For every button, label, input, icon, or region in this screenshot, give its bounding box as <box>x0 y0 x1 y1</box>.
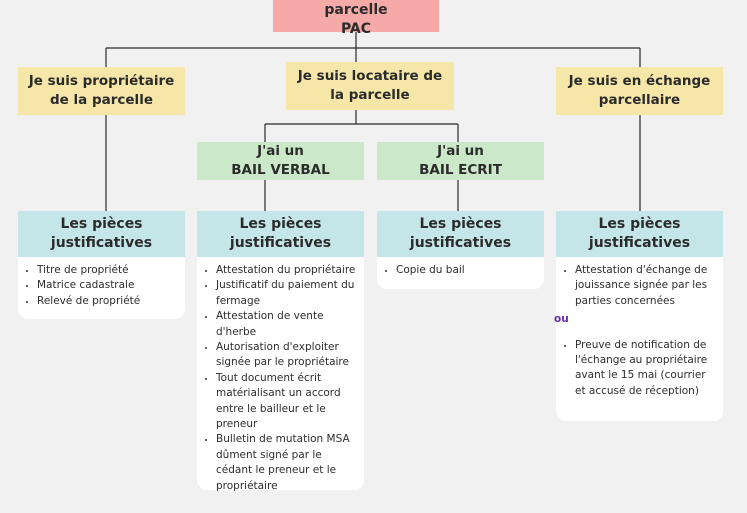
card-list-echange: Attestation d'échange de jouissance sign… <box>554 257 723 421</box>
list-item: Copie du bail <box>396 263 538 278</box>
bail-verbal-node: J'ai un BAIL VERBAL <box>197 142 364 180</box>
list-item: Titre de propriété <box>37 263 179 278</box>
card-list-bail-ecrit: Copie du bail <box>377 257 544 289</box>
category-line1: Je suis en échange <box>568 73 711 89</box>
card-header-line2: justificatives <box>50 235 153 251</box>
or-separator: ou <box>554 313 569 326</box>
bail-line2: BAIL VERBAL <box>231 162 330 178</box>
card-header-echange: Les pièces justificatives <box>556 211 723 257</box>
list-item: Attestation de vente d'herbe <box>216 309 358 340</box>
category-line2: de la parcelle <box>50 92 153 108</box>
bail-line1: J'ai un <box>437 143 484 159</box>
bail-line2: BAIL ECRIT <box>419 162 502 178</box>
list-item: Attestation d'échange de jouissance sign… <box>575 263 717 309</box>
list-item: Preuve de notification de l'échange au p… <box>575 338 717 400</box>
list-item: Matrice cadastrale <box>37 278 179 293</box>
category-line1: Je suis locataire de <box>297 68 443 84</box>
category-line2: parcellaire <box>598 92 681 108</box>
list-item: Autorisation d'exploiter signée par le p… <box>216 340 358 371</box>
card-header-line1: Les pièces <box>598 216 681 232</box>
list-item: Tout document écrit matérialisant un acc… <box>216 371 358 433</box>
card-list-proprietaire: Titre de propriété Matrice cadastrale Re… <box>18 257 185 319</box>
root-line2: PAC <box>340 20 372 37</box>
category-proprietaire: Je suis propriétaire de la parcelle <box>18 67 185 115</box>
list-item: Attestation du propriétaire <box>216 263 358 278</box>
card-list-bail-verbal: Attestation du propriétaire Justificatif… <box>197 257 364 492</box>
list-item: Relevé de propriété <box>37 294 179 309</box>
card-header-line2: justificatives <box>229 235 332 251</box>
card-header-line1: Les pièces <box>60 216 143 232</box>
category-line2: la parcelle <box>330 87 410 103</box>
category-locataire: Je suis locataire de la parcelle <box>286 62 454 110</box>
card-header-line2: justificatives <box>409 235 512 251</box>
category-line1: Je suis propriétaire <box>28 73 175 89</box>
card-header-line2: justificatives <box>588 235 691 251</box>
root-node: Je déclare une parcelle PAC <box>273 0 439 37</box>
card-header-line1: Les pièces <box>419 216 502 232</box>
card-header-line1: Les pièces <box>239 216 322 232</box>
card-header-bail-ecrit: Les pièces justificatives <box>377 211 544 257</box>
bail-ecrit-node: J'ai un BAIL ECRIT <box>377 142 544 180</box>
category-echange: Je suis en échange parcellaire <box>556 67 723 115</box>
bail-line1: J'ai un <box>257 143 304 159</box>
card-header-proprietaire: Les pièces justificatives <box>18 211 185 257</box>
list-item: Bulletin de mutation MSA dûment signé pa… <box>216 432 358 494</box>
card-header-bail-verbal: Les pièces justificatives <box>197 211 364 257</box>
root-line1: Je déclare une parcelle <box>324 1 388 18</box>
list-item: Justificatif du paiement du fermage <box>216 278 358 309</box>
